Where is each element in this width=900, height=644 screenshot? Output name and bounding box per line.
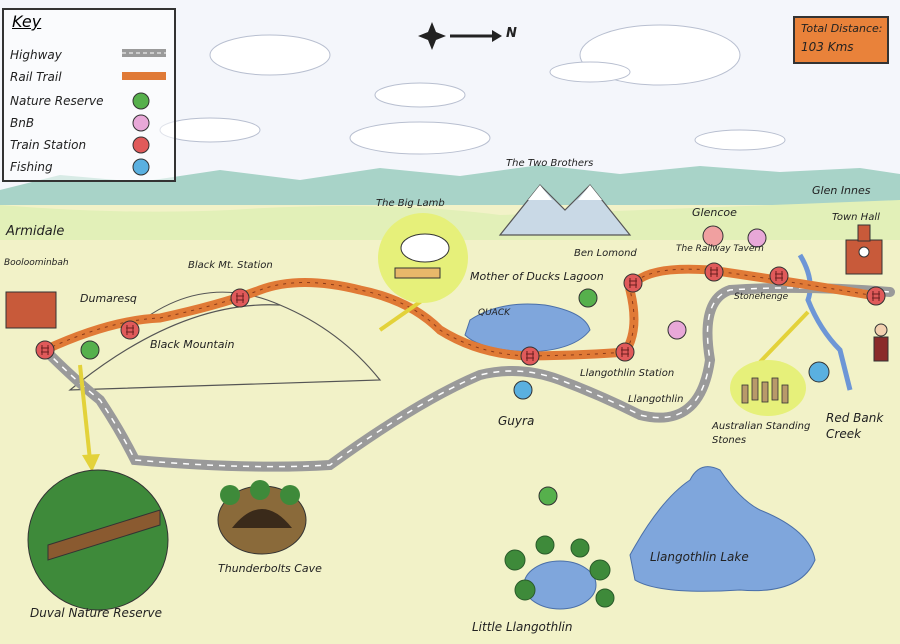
cave-mouth	[232, 509, 292, 528]
total-distance-value: 103 Kms	[801, 40, 854, 54]
piper-body	[873, 336, 889, 362]
arrow-to-duval	[78, 364, 92, 461]
clock-icon	[858, 246, 870, 258]
compass-rose-icon	[418, 22, 502, 50]
label-red-bank-creek: Red Bank Creek	[826, 411, 884, 441]
big-lamb-plinth	[394, 267, 441, 279]
green-band	[0, 200, 900, 240]
total-distance-box: Total Distance: 103 Kms	[793, 16, 889, 64]
label-glencoe: Glencoe	[692, 206, 737, 219]
label-black-mountain: Black Mountain	[150, 338, 235, 351]
label-black-mt-station: Black Mt. Station	[188, 260, 273, 271]
key-title: Key	[12, 12, 42, 31]
boardwalk	[47, 509, 161, 561]
big-lamb-sheep	[400, 233, 450, 263]
label-australian-standing-stones: Australian Standing Stones	[712, 421, 811, 446]
total-distance-label: Total Distance:	[801, 22, 883, 35]
key-item-fishing: Fishing	[10, 160, 53, 174]
label-llangothlin: Llangothlin	[628, 394, 684, 405]
label-mother-of-ducks: Mother of Ducks Lagoon	[470, 270, 604, 283]
label-duval-nature-reserve: Duval Nature Reserve	[30, 606, 162, 620]
label-railway-tavern: The Railway Tavern	[676, 244, 764, 254]
rail-trail-line-icon	[122, 72, 166, 80]
rail-ties	[44, 268, 877, 357]
piper-head	[874, 323, 888, 337]
standing-stones	[741, 377, 789, 404]
label-big-lamb: The Big Lamb	[376, 198, 445, 209]
red-bank-creek	[797, 253, 853, 391]
railway-tavern-icon	[702, 225, 724, 247]
nature-reserve-markers	[80, 288, 598, 506]
label-stonehenge: Stonehenge	[734, 292, 789, 302]
bed-icon	[132, 114, 150, 132]
arrow-to-standing-stones	[758, 310, 810, 364]
town-hall-tower	[857, 224, 871, 242]
booloominbah-building	[5, 291, 57, 329]
little-llangothlin-lake	[523, 560, 597, 610]
tree-icon	[132, 92, 150, 110]
label-dumaresq: Dumaresq	[80, 292, 137, 305]
label-glen-innes: Glen Innes	[812, 184, 871, 197]
train-station-markers	[35, 262, 886, 366]
rail-track-icon	[132, 136, 150, 154]
arrow-head	[82, 454, 100, 472]
label-ben-lomond: Ben Lomond	[574, 248, 637, 259]
compass: N	[414, 18, 524, 52]
label-two-brothers: The Two Brothers	[506, 158, 594, 169]
label-llangothlin-lake: Llangothlin Lake	[650, 550, 749, 564]
label-town-hall: Town Hall	[832, 212, 880, 223]
fish-icon	[132, 158, 150, 176]
distant-hills	[0, 165, 900, 215]
label-thunderbolts-cave: Thunderbolts Cave	[218, 562, 322, 575]
black-mountain-outline	[68, 304, 382, 391]
key-item-bnb: BnB	[10, 116, 35, 130]
llangothlin-lake	[629, 466, 816, 592]
highway-centerline	[44, 287, 891, 468]
key-swatches	[122, 49, 166, 176]
label-guyra: Guyra	[498, 414, 535, 428]
rail-track-icons	[41, 267, 880, 361]
bnb-markers	[667, 228, 767, 340]
cave-trees	[220, 480, 300, 505]
key-item-rail-trail: Rail Trail	[10, 70, 62, 84]
label-llangothlin-station: Llangothlin Station	[580, 368, 675, 379]
label-quack: QUACK	[478, 308, 511, 318]
key-item-train-station: Train Station	[10, 138, 87, 152]
key-item-nature-reserve: Nature Reserve	[10, 94, 104, 108]
label-booloominbah: Booloominbah	[4, 258, 69, 268]
map-key: Key Highway Rail Trail Nature Reserve Bn…	[2, 8, 176, 182]
key-item-highway: Highway	[10, 48, 62, 62]
little-llangothlin-trees	[504, 535, 615, 608]
snow-caps	[528, 185, 602, 200]
fishing-markers	[513, 361, 830, 400]
label-little-llangothlin: Little Llangothlin	[472, 620, 573, 634]
label-armidale: Armidale	[6, 224, 65, 239]
north-label: N	[506, 26, 517, 41]
